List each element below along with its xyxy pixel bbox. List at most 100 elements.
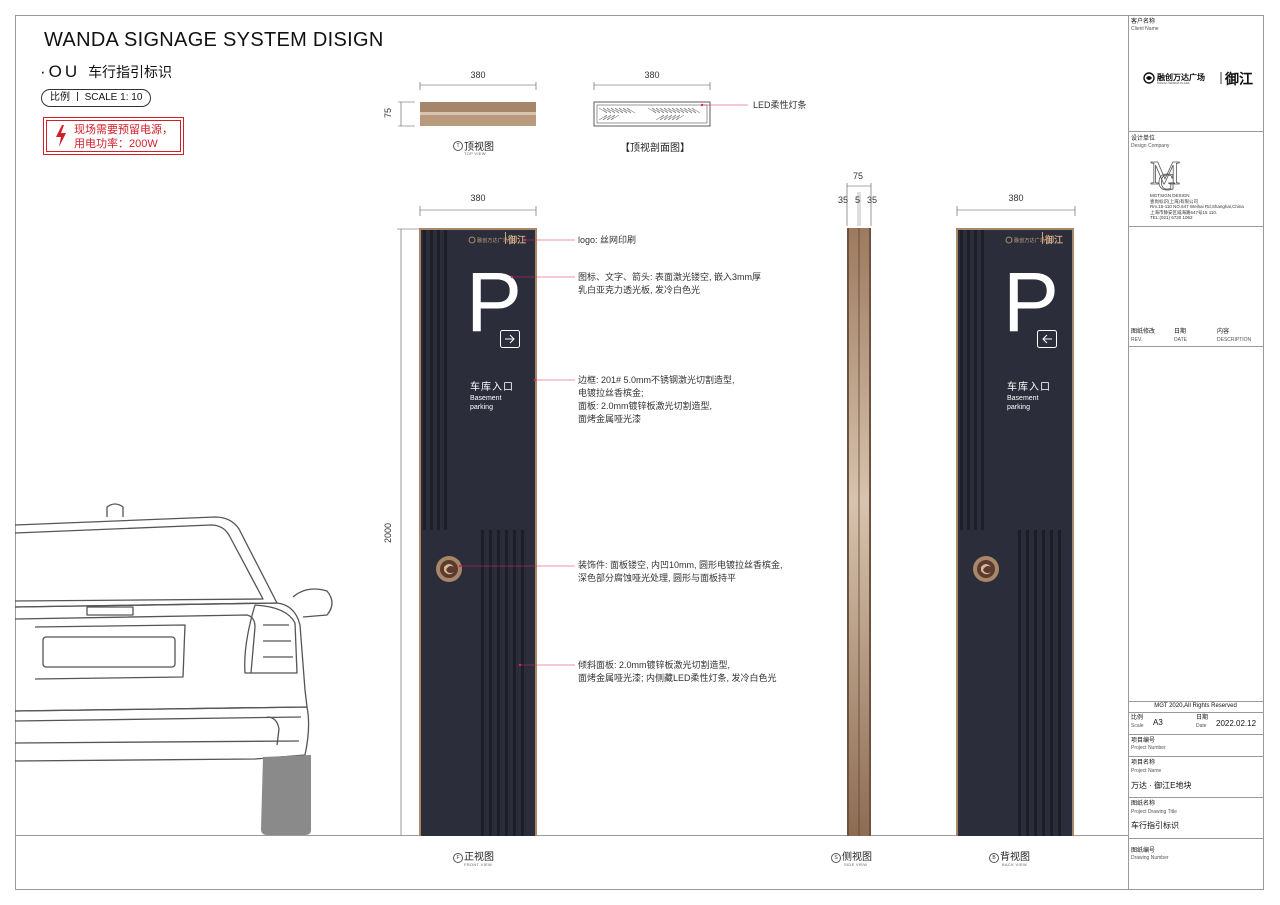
tb-date-en: DATE [1174,337,1187,343]
tb-dtitle-cn: 图纸名称 [1131,801,1156,807]
note-deco-1: 装饰件: 面板镂空, 内凹10mm, 圆形电镀拉丝香槟金, [578,560,783,570]
tb-pname-cn: 项目名称 [1131,760,1156,766]
client-logo-brand: 御江 [1225,71,1253,87]
front-view-label: 正视图 [464,852,494,863]
top-section-drawing [593,82,748,127]
page-subtitle: ·OU 车行指引标识 [40,62,172,82]
tb-scale-cn: 比例 [1131,715,1144,721]
tb-scale-en: Scale [1131,723,1144,729]
side-part-b: 5 [855,195,861,205]
arrow-right-icon [500,330,520,348]
tb-desc-en: DESCRIPTION [1217,337,1252,343]
tb-copyright: MGT 2020,All Rights Reserved [1154,703,1237,709]
note-deco: 装饰件: 面板镂空, 内凹10mm, 圆形电镀拉丝香槟金, 深色部分腐蚀哑光处理… [578,559,783,585]
top-view-label: 顶视图 [464,142,494,153]
tb-divider [1128,797,1263,798]
drawing-frame [15,15,1264,890]
side-total-dim: 75 [852,171,863,181]
back-view-sub: BACK VIEW [1002,862,1027,867]
note-deco-2: 深色部分腐蚀哑光处理, 圆形与面板持平 [578,573,737,583]
top-depth-dim: 75 [383,107,394,119]
side-part-a: 35 [838,195,849,205]
top-view-sub: TOP VIEW [464,151,486,156]
tb-divider [1128,346,1263,347]
design-line1: 壹尚标识(上海)有限公司 [1150,198,1198,204]
front-height-dim: 2000 [383,522,394,544]
client-logo: 融创万达广场 SUNAC WANDA PLAZA 御江 [1142,69,1257,87]
back-view-label: 背视图 [1000,852,1030,863]
client-logo-text: 融创万达广场 [1157,73,1205,82]
top-view-badge: T [453,141,463,151]
design-line2: Rm.15-110 NO.647 Weihai Rd,Shanghai,Chin… [1150,204,1244,209]
title-block [1128,15,1129,890]
back-sign-cn: 车库入口 [1007,382,1051,393]
back-grooves-top [960,230,984,530]
car-rear-icon [15,503,333,835]
sign-type: 车行指引标识 [88,64,173,80]
tb-date-cn: 日期 [1174,329,1187,335]
front-grooves-top [423,230,447,530]
note-icon-1: 图标、文字、箭头: 表面激光镂空, 嵌入3mm厚 [578,272,762,282]
side-dim-lines [846,183,872,226]
section-label: 【顶视剖面图】 [620,143,690,154]
top-width-dim: 380 [470,70,486,80]
note-logo: logo: 丝网印刷 [578,235,637,245]
front-logo-icon [468,236,476,244]
front-grooves-bottom [481,530,524,836]
note-slant: 倾斜面板: 2.0mm镀锌板激光切割造型, 面烤金属哑光漆; 内侧藏LED柔性灯… [578,659,777,685]
design-line3: 上海市静安区威海路647号15 110. [1150,209,1218,215]
power-note-line1: 现场需要预留电源， [74,124,173,136]
front-sign: 融创万达广场 御江 P 车库入口 Basement parking [419,228,537,836]
client-logo-mark-icon [1143,72,1222,84]
tb-date2-en: Date [1196,723,1207,729]
side-view-sub: SIDE VIEW [844,862,868,867]
svg-text:G: G [1158,170,1175,194]
back-grooves-bottom [1018,530,1061,836]
front-sign-cn: 车库入口 [470,382,514,393]
front-sign-en-1: Basement [470,395,502,402]
side-view-drawing [847,228,871,836]
back-sign-en-1: Basement [1007,395,1039,402]
note-slant-1: 倾斜面板: 2.0mm镀锌板激光切割造型, [578,660,731,670]
tb-divider [1128,131,1263,132]
front-logo-text: 融创万达广场 [477,238,509,244]
back-sign-en-2: parking [1007,404,1030,411]
tb-design-cn: 设计单位 [1131,136,1156,142]
back-logo-brand: 御江 [1045,235,1064,245]
side-part-c: 35 [867,195,878,205]
tb-pnum-cn: 项目编号 [1131,738,1156,744]
tb-scale-val: A3 [1153,718,1163,727]
front-sign-en-2: parking [470,404,493,411]
side-view-badge: S [831,853,841,863]
note-slant-2: 面烤金属哑光漆; 内侧藏LED柔性灯条, 发冷白色光 [578,673,777,683]
design-line4: TEL:(021) 6720 1062 [1150,215,1193,220]
top-view-drawing [398,82,537,127]
front-leaders [458,238,575,667]
power-note: 现场需要预留电源， 用电功率：200W [43,117,184,155]
front-view-sub: FRONT VIEW [464,862,493,867]
tb-date-val: 2022.02.12 [1216,719,1257,728]
tb-client-en: Client Name [1131,26,1159,32]
scale-pill: 比例 SCALE 1: 10 [41,89,152,107]
tb-dnum-cn: 图纸编号 [1131,848,1156,854]
tb-design-en: Design Company [1131,143,1170,149]
back-width-dim: 380 [1008,193,1024,203]
front-view-badge: F [453,853,463,863]
tb-desc-cn: 内容 [1217,329,1230,335]
mgt-logo-icon: M G [1150,155,1181,194]
back-dim-lines [956,206,1076,216]
svg-text:M: M [1150,155,1180,192]
arrow-left-icon [1037,330,1057,348]
section-width-dim: 380 [644,70,660,80]
scale-label: 比例 [50,92,70,103]
back-logo-icon [1005,236,1013,244]
tb-divider [1128,701,1263,702]
tb-divider [1128,712,1263,713]
side-view-label: 侧视图 [842,852,872,863]
tb-pname-en: Project Name [1131,768,1162,774]
lightning-icon [56,125,66,147]
client-logo-sub: SUNAC WANDA PLAZA [1157,81,1190,85]
back-logo-text: 融创万达广场 [1014,238,1046,244]
note-frame: 边框: 201# 5.0mm不锈钢激光切割造型, 电镀拉丝香槟金; 面板: 2.… [578,374,735,426]
tb-divider [1128,756,1263,757]
